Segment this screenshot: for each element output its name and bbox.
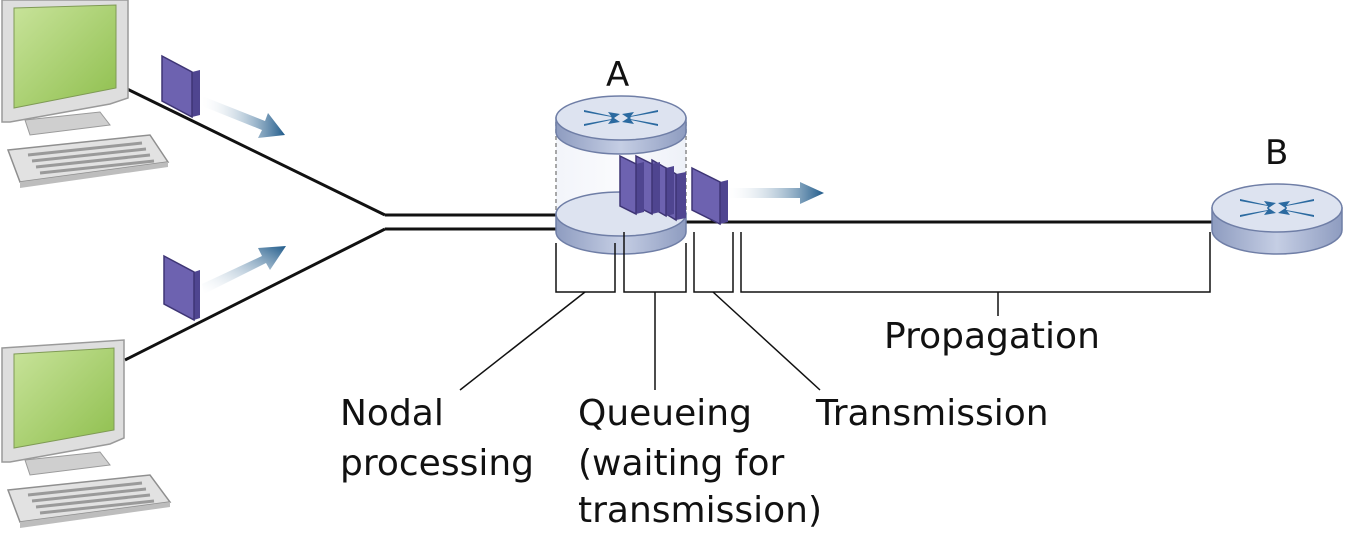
bracket-nodal-processing	[555, 243, 616, 293]
queueing-label-line3: transmission)	[578, 490, 823, 531]
packet-icon	[163, 254, 200, 322]
propagation-label: Propagation	[884, 316, 1100, 357]
desktop-computer-icon	[1, 0, 170, 188]
nodal-label-line2: processing	[340, 443, 535, 484]
transmission-label: Transmission	[816, 393, 1049, 434]
link-host-bottom	[124, 227, 386, 362]
arrow-icon	[202, 246, 286, 294]
router-icon	[1211, 183, 1343, 255]
queueing-label-line2: (waiting for	[578, 443, 785, 484]
leader-lines	[459, 291, 999, 391]
router-a-label: A	[606, 55, 630, 95]
arrow-icon	[728, 182, 824, 204]
bracket-propagation	[740, 232, 1211, 293]
router-b-label: B	[1265, 133, 1289, 173]
packet-icon	[691, 166, 728, 226]
desktop-computer-icon	[1, 339, 172, 528]
nodal-label-line1: Nodal	[340, 393, 444, 434]
packet-icon	[161, 54, 200, 119]
bracket-transmission	[693, 232, 734, 293]
link-host-top	[124, 86, 386, 217]
packet-icon	[619, 154, 644, 216]
links	[124, 86, 1212, 362]
leader-nodal	[459, 291, 586, 391]
queueing-label-line1: Queueing	[578, 393, 752, 434]
packet-queue	[619, 154, 686, 222]
leader-transmission	[712, 291, 821, 391]
arrow-icon	[202, 96, 285, 138]
